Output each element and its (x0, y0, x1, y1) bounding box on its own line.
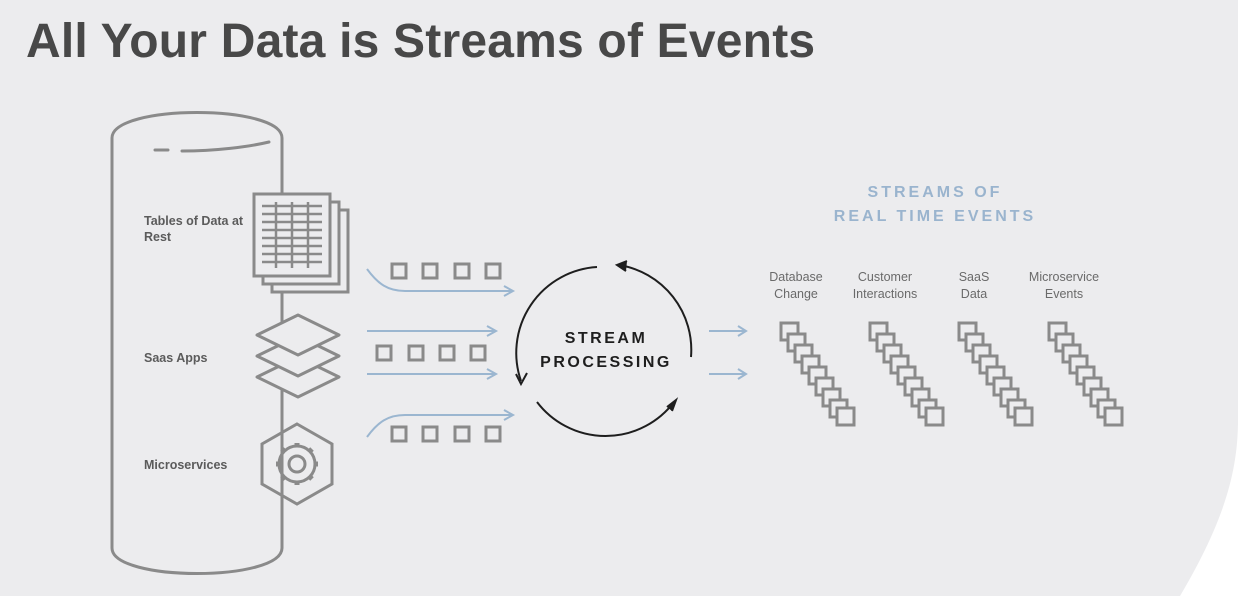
stream-label-microservice: Microservice Events (1009, 269, 1119, 303)
output-arrows (709, 325, 748, 380)
tables-label: Tables of Data at Rest (144, 214, 244, 244)
stream-label-line: Microservice (1028, 270, 1100, 284)
event-stream-saas (957, 321, 1034, 427)
input-arrows (366, 268, 516, 438)
database-cylinder-icon (110, 111, 284, 575)
event-squares (375, 262, 502, 443)
microservices-label: Microservices (144, 458, 228, 472)
page-title: All Your Data is Streams of Events (26, 15, 816, 68)
event-stream-customer (868, 321, 945, 427)
processing-line-1: STREAM (564, 330, 648, 347)
stream-label-line: Interactions (852, 287, 918, 301)
stream-label-database: Database Change (741, 269, 851, 303)
stream-label-line: Database (769, 270, 823, 284)
stream-label-line: Change (774, 287, 818, 301)
processing-line-2: PROCESSING (540, 354, 672, 371)
streams-title-line-1: STREAMS OF (867, 184, 1003, 201)
streams-title-line-2: REAL TIME EVENTS (833, 208, 1037, 225)
event-stream-database (779, 321, 856, 427)
stream-label-line: Customer (857, 270, 913, 284)
layers-icon (255, 313, 341, 399)
stream-label-line: SaaS (958, 270, 990, 284)
event-stream-microservice (1047, 321, 1124, 427)
streams-title: STREAMS OF REAL TIME EVENTS (800, 181, 1070, 229)
saas-apps-label: Saas Apps (144, 351, 208, 365)
gear-icon (260, 422, 334, 506)
processing-cycle-icon (515, 260, 693, 437)
stream-label-line: Data (960, 287, 988, 301)
stream-label-customer: Customer Interactions (830, 269, 940, 303)
stream-processing-label: STREAM PROCESSING (521, 327, 691, 375)
stream-label-saas: SaaS Data (919, 269, 1029, 303)
stream-label-line: Events (1044, 287, 1084, 301)
tables-icon (252, 192, 350, 294)
